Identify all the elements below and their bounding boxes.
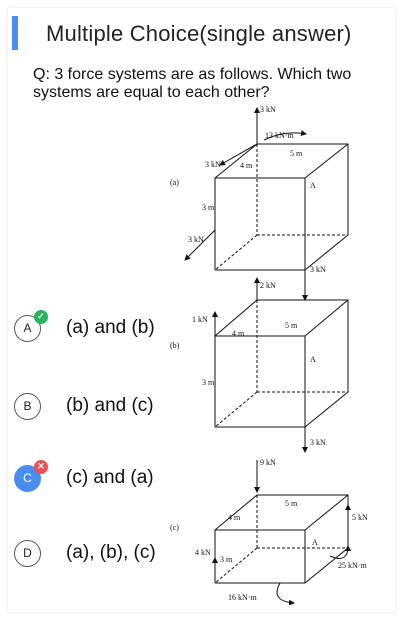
option-d-letter-text: D <box>23 546 32 560</box>
c-left-force: 4 kN <box>195 548 211 557</box>
label-c: (c) <box>170 523 179 532</box>
option-b-letter-text: B <box>23 399 32 413</box>
c-right-force: 5 kN <box>352 513 368 522</box>
a-bottom-force: 3 kN <box>188 235 204 244</box>
a-top-dim: 5 m <box>290 149 303 158</box>
a-diag-dim: 4 m <box>240 161 253 170</box>
label-a: (a) <box>170 178 179 187</box>
system-b <box>212 277 349 453</box>
option-b[interactable]: B (b) and (c) <box>14 388 154 424</box>
option-d-letter: D <box>14 539 41 567</box>
check-icon: ✓ <box>34 309 48 324</box>
question-header: Multiple Choice(single answer) <box>8 12 395 56</box>
cross-icon: ✕ <box>34 459 48 474</box>
c-top-dim: 5 m <box>285 499 298 508</box>
b-point: A <box>310 355 316 364</box>
question-card: Multiple Choice(single answer) Q: 3 forc… <box>8 8 395 612</box>
c-moment-right: 25 kN·m <box>338 561 367 570</box>
force-systems-figure: (a) 3 kN 13 kN·m 5 m 4 m 3 kN 3 m 3 kN A… <box>170 105 368 605</box>
b-top-dim: 5 m <box>285 321 298 330</box>
c-vert-dim: 3 m <box>220 555 233 564</box>
option-a-text: (a) and (b) <box>66 317 155 338</box>
c-top-force: 9 kN <box>260 458 276 467</box>
b-left-force: 1 kN <box>192 315 208 324</box>
a-top-force: 3 kN <box>260 105 276 114</box>
option-a-letter: A ✓ <box>14 309 48 342</box>
b-right-force: 3 kN <box>310 438 326 447</box>
c-diag-dim: 4 m <box>228 513 241 522</box>
question-type-title: Multiple Choice(single answer) <box>46 21 352 46</box>
option-a[interactable]: A ✓ (a) and (b) <box>14 309 155 346</box>
a-vert-dim: 3 m <box>202 203 215 212</box>
system-c <box>212 460 351 605</box>
option-c-letter-text: C <box>23 471 32 485</box>
option-c-text: (c) and (a) <box>66 467 154 488</box>
option-c-letter: C ✕ <box>14 459 48 492</box>
a-point: A <box>310 181 316 190</box>
header-accent-bar <box>12 16 18 50</box>
option-c[interactable]: C ✕ (c) and (a) <box>14 459 154 496</box>
b-vert-dim: 3 m <box>202 378 215 387</box>
b-top-force: 2 kN <box>260 281 276 290</box>
question-text: Q: 3 force systems are as follows. Which… <box>33 66 352 101</box>
option-d-text: (a), (b), (c) <box>66 542 156 563</box>
a-moment: 13 kN·m <box>265 131 294 140</box>
a-left-force: 3 kN <box>205 160 221 169</box>
c-moment-bottom: 16 kN·m <box>228 593 257 602</box>
b-diag-dim: 4 m <box>232 329 245 338</box>
label-b: (b) <box>170 341 180 350</box>
system-a <box>184 107 349 301</box>
c-point: A <box>312 538 318 547</box>
option-a-letter-text: A <box>23 321 32 335</box>
option-b-letter: B <box>14 392 41 420</box>
a-right-force: 3 kN <box>310 265 326 274</box>
option-b-text: (b) and (c) <box>66 395 154 416</box>
option-d[interactable]: D (a), (b), (c) <box>14 535 156 571</box>
